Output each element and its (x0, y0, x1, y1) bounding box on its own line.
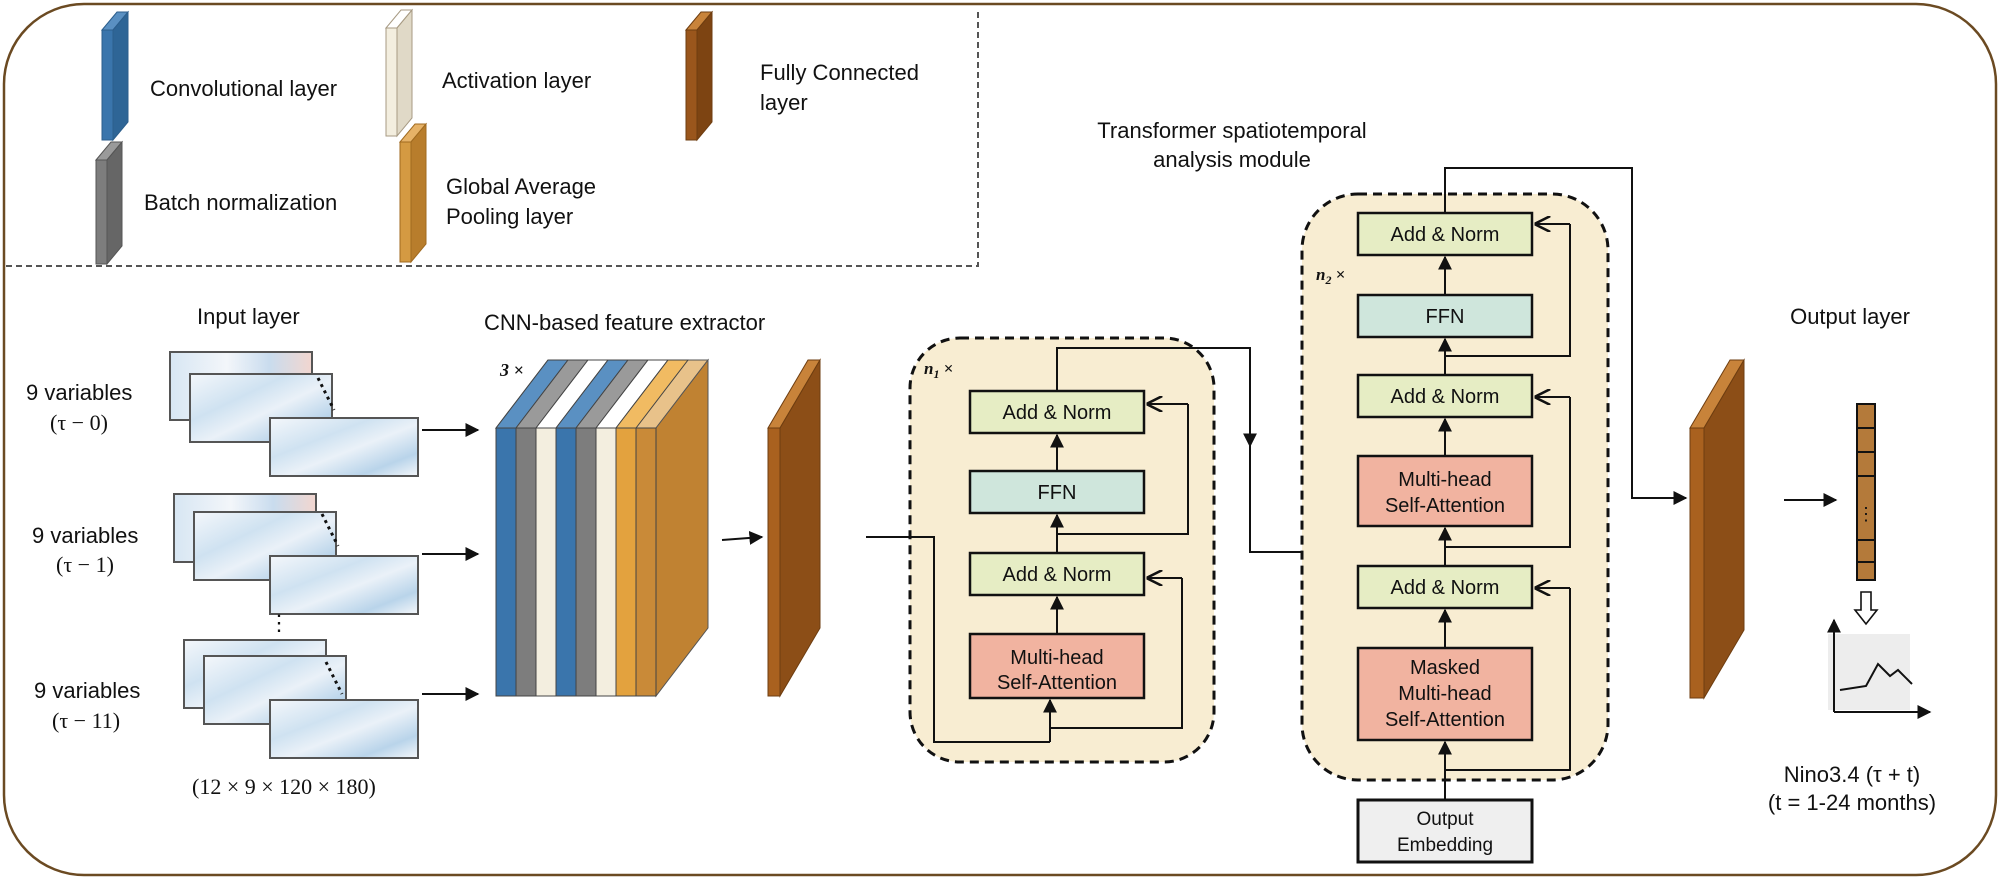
legend-batchnorm-label: Batch normalization (144, 190, 337, 215)
encoder-repeat: n1× (924, 359, 953, 381)
decoder-title-2: analysis module (1153, 147, 1311, 172)
encoder-add-norm-top-label: Add & Norm (1003, 402, 1112, 424)
decoder-masked-attention (1356, 646, 1534, 742)
cnn-title: CNN-based feature extractor (484, 310, 765, 335)
encoder-add-norm-top (968, 389, 1146, 435)
output-down-arrow (1853, 591, 1879, 626)
cnn-to-fc-arrow (721, 530, 764, 545)
output-vector-dots: ⋮ (1857, 504, 1875, 524)
decoder-attention (1356, 454, 1534, 528)
encoder-attention-label-1: Multi-head (1010, 647, 1103, 669)
input-group-2: 9 variables (τ − 11) (34, 639, 480, 759)
decoder-connectors (1438, 167, 1688, 800)
input-vertical-dots: ⋮ (268, 610, 290, 635)
decoder-attention-label-1: Multi-head (1398, 469, 1491, 491)
legend-fc-label-2: layer (760, 90, 808, 115)
output-forecast-plot (1827, 618, 1932, 719)
encoder-attention (968, 632, 1146, 700)
decoder-title-1: Transformer spatiotemporal (1097, 118, 1366, 143)
input-group-1: 9 variables (τ − 1) (32, 493, 480, 615)
legend-conv-label: Convolutional layer (150, 76, 337, 101)
fc-slab-middle (767, 358, 821, 698)
output-layer-title: Output layer (1790, 304, 1910, 329)
legend: Convolutional layer Activation layer Ful… (94, 8, 919, 266)
decoder-repeat: n2× (1316, 265, 1345, 287)
legend-activation-label: Activation layer (442, 68, 591, 93)
decoder-embedding-label-1: Output (1416, 809, 1474, 830)
encoder-ffn-label: FFN (1038, 482, 1077, 504)
cnn-stack (494, 358, 710, 698)
legend-border (6, 8, 979, 267)
input-group-2-sub: (τ − 11) (52, 708, 120, 733)
legend-gap-label-2: Pooling layer (446, 204, 573, 229)
input-group-2-label: 9 variables (34, 678, 140, 703)
output-vector (1856, 403, 1876, 581)
decoder-embedding-label-2: Embedding (1397, 835, 1493, 856)
encoder-add-norm-bottom-label: Add & Norm (1003, 564, 1112, 586)
legend-activation-swatch (384, 8, 414, 138)
output-result-line-1: Nino3.4 (τ + t) (1784, 762, 1920, 787)
output-result-line-2: (t = 1-24 months) (1768, 790, 1936, 815)
decoder-add-norm-2 (1356, 373, 1534, 419)
legend-fc-label-1: Fully Connected (760, 60, 919, 85)
encoder-attention-label-2: Self-Attention (997, 672, 1117, 694)
input-layer-title: Input layer (197, 304, 300, 329)
input-group-0: 9 variables (τ − 0) (26, 351, 480, 477)
encoder-ffn (968, 469, 1146, 515)
decoder-add-norm-2-label: Add & Norm (1391, 386, 1500, 408)
decoder-ffn (1356, 293, 1534, 339)
input-group-0-sub: (τ − 0) (50, 410, 108, 435)
decoder-output-embedding (1356, 798, 1534, 864)
decoder-add-norm-1 (1356, 211, 1534, 257)
decoder-ffn-label: FFN (1426, 306, 1465, 328)
legend-gap-label-1: Global Average (446, 174, 596, 199)
encoder-connectors (866, 347, 1396, 743)
cnn-repeat: 3 × (499, 360, 524, 380)
legend-fc-swatch (684, 10, 714, 142)
decoder-add-norm-3 (1356, 564, 1534, 610)
input-dims: (12 × 9 × 120 × 180) (192, 774, 376, 799)
decoder-add-norm-1-label: Add & Norm (1391, 224, 1500, 246)
decoder-masked-label-2: Multi-head (1398, 683, 1491, 705)
decoder-add-norm-3-label: Add & Norm (1391, 577, 1500, 599)
legend-conv-swatch (100, 10, 130, 142)
legend-gap-swatch (398, 122, 428, 264)
input-group-1-sub: (τ − 1) (56, 552, 114, 577)
legend-batchnorm-swatch (94, 140, 124, 266)
decoder-masked-label-1: Masked (1410, 657, 1480, 679)
input-group-0-label: 9 variables (26, 380, 132, 405)
decoder-masked-label-3: Self-Attention (1385, 709, 1505, 731)
input-group-1-label: 9 variables (32, 523, 138, 548)
fc-slab-output (1689, 358, 1745, 700)
decoder-attention-label-2: Self-Attention (1385, 495, 1505, 517)
